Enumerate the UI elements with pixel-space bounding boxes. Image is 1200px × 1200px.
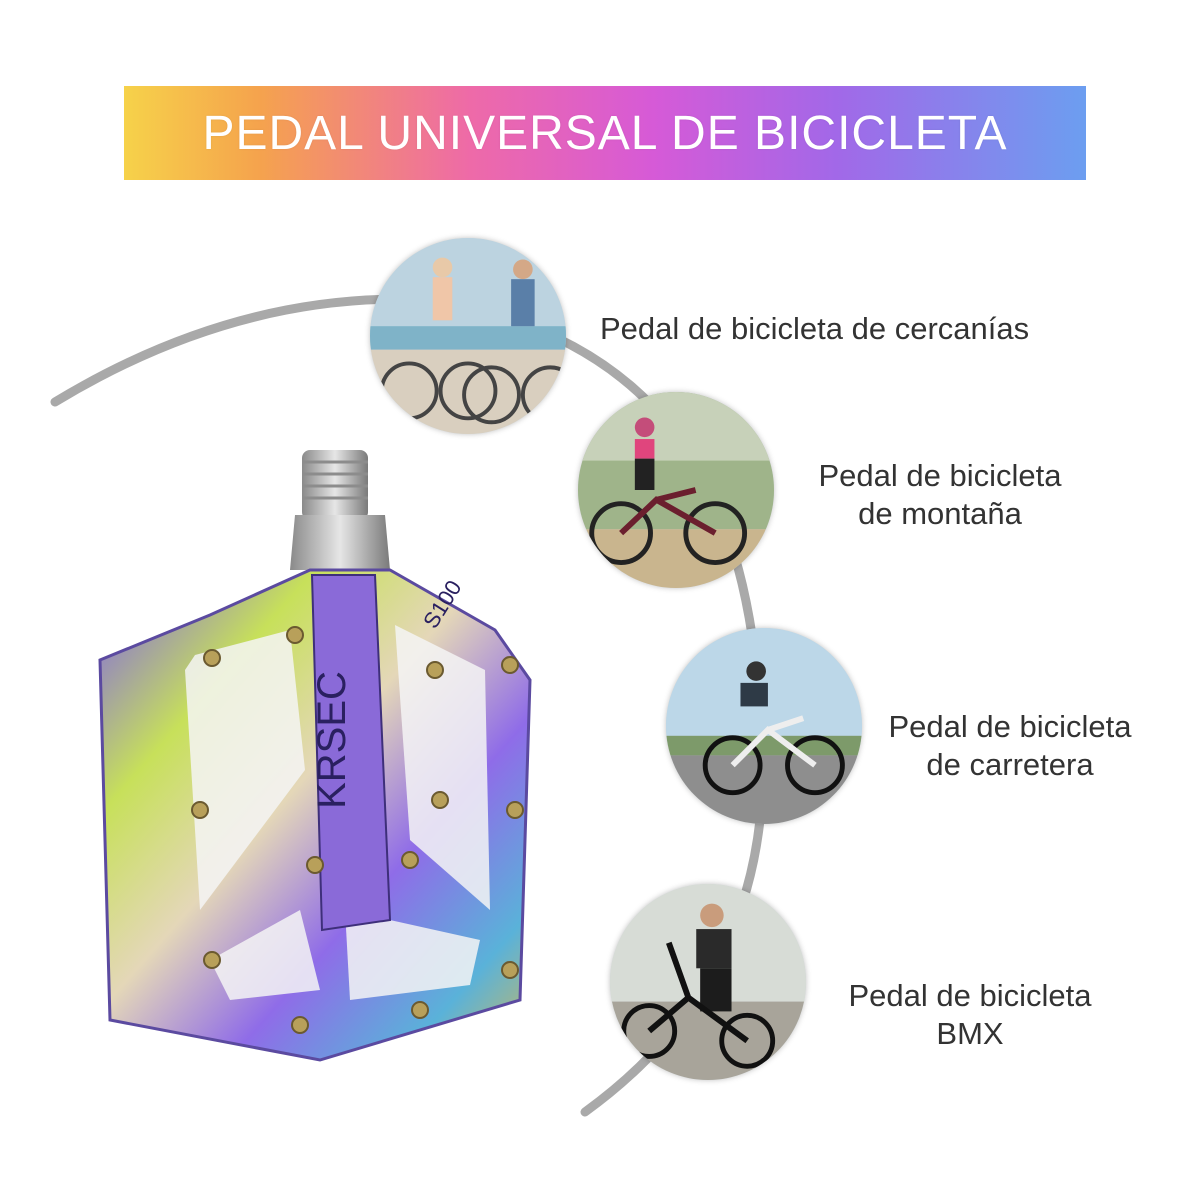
label-road-line1: Pedal de bicicleta [888,709,1132,744]
title-banner: PEDAL UNIVERSAL DE BICICLETA [124,86,1086,180]
brand-mark: KRSEC [310,671,354,809]
pedal-image: KRSEC S100 [98,450,532,1062]
photo-bmx [610,884,806,1080]
label-road-line2: de carretera [926,747,1094,782]
label-mountain-line2: de montaña [858,496,1022,531]
label-bmx: Pedal de bicicleta BMX [830,977,1110,1053]
page-title: PEDAL UNIVERSAL DE BICICLETA [202,106,1008,160]
label-road: Pedal de bicicleta de carretera [870,708,1150,784]
photo-mountain [578,392,774,588]
label-mountain-line1: Pedal de bicicleta [818,458,1062,493]
label-bmx-line1: Pedal de bicicleta [848,978,1092,1013]
photo-road [666,628,862,824]
label-mountain: Pedal de bicicleta de montaña [800,457,1080,533]
label-bmx-line2: BMX [936,1016,1004,1051]
label-commuter: Pedal de bicicleta de cercanías [600,311,1030,346]
photo-commuter [370,238,566,434]
